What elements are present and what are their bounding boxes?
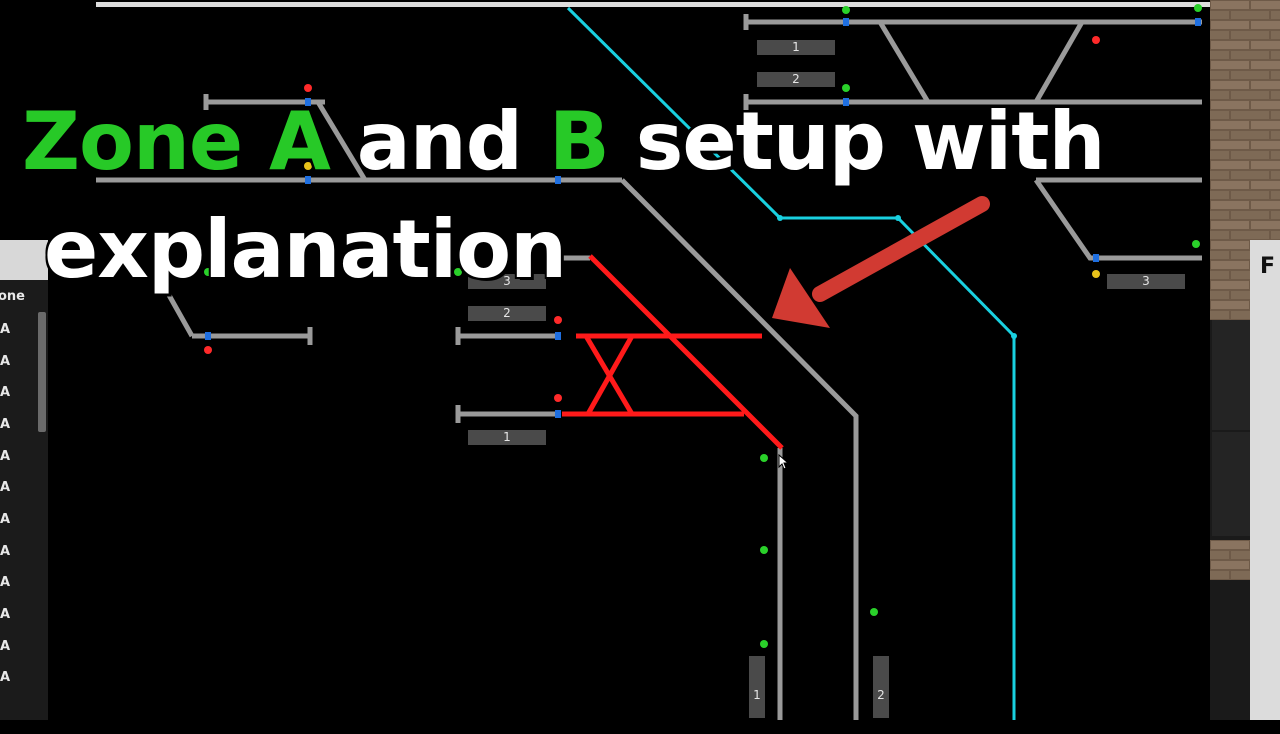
zone-panel: one A A A A A A A A A A A A bbox=[0, 240, 48, 720]
title-setup-with: setup with bbox=[608, 95, 1106, 188]
zone-panel-header bbox=[0, 240, 48, 280]
zone-row-3[interactable]: A bbox=[0, 385, 11, 400]
signals bbox=[204, 4, 1202, 648]
platform-label-top-1: 1 bbox=[757, 40, 835, 55]
zone-row-1[interactable]: A bbox=[0, 322, 11, 337]
title-zone-a: Zone A bbox=[22, 95, 331, 188]
right-panel-title: F bbox=[1260, 254, 1276, 279]
mouse-cursor-icon bbox=[778, 454, 790, 470]
red-route bbox=[562, 254, 784, 450]
platform-label-bottom-1: 1 bbox=[749, 656, 765, 718]
platform-label-mid-2: 2 bbox=[468, 306, 546, 321]
title-b: B bbox=[548, 95, 610, 188]
zone-row-7[interactable]: A bbox=[0, 512, 11, 527]
title-and: and bbox=[329, 95, 549, 188]
platform-label-bottom-2: 2 bbox=[873, 656, 889, 718]
video-title-overlay: Zone A and B setup with explanation bbox=[22, 88, 1106, 304]
buffer-stops bbox=[203, 14, 749, 423]
zone-row-4[interactable]: A bbox=[0, 417, 11, 432]
zone-row-10[interactable]: A bbox=[0, 607, 11, 622]
zone-row-8[interactable]: A bbox=[0, 544, 11, 559]
red-arrow bbox=[772, 196, 990, 328]
platform-label-top-3: 3 bbox=[1107, 274, 1185, 289]
title-explanation: explanation bbox=[44, 203, 567, 296]
zone-row-6[interactable]: A bbox=[0, 480, 11, 495]
platform-label-mid-3: 3 bbox=[468, 274, 546, 289]
block-markers bbox=[205, 18, 1201, 418]
top-bar bbox=[96, 2, 1210, 7]
grey-tracks bbox=[96, 19, 1202, 720]
zone-row-12[interactable]: A bbox=[0, 670, 11, 685]
platform-label-mid-1: 1 bbox=[468, 430, 546, 445]
platform-label-top-2: 2 bbox=[757, 72, 835, 87]
zone-row-9[interactable]: A bbox=[0, 575, 11, 590]
zone-row-5[interactable]: A bbox=[0, 449, 11, 464]
zone-row-2[interactable]: A bbox=[0, 354, 11, 369]
right-info-panel: F bbox=[1250, 240, 1280, 720]
zone-panel-scrollbar[interactable] bbox=[38, 312, 46, 432]
zone-row-11[interactable]: A bbox=[0, 639, 11, 654]
zone-column-header: one bbox=[0, 289, 26, 304]
